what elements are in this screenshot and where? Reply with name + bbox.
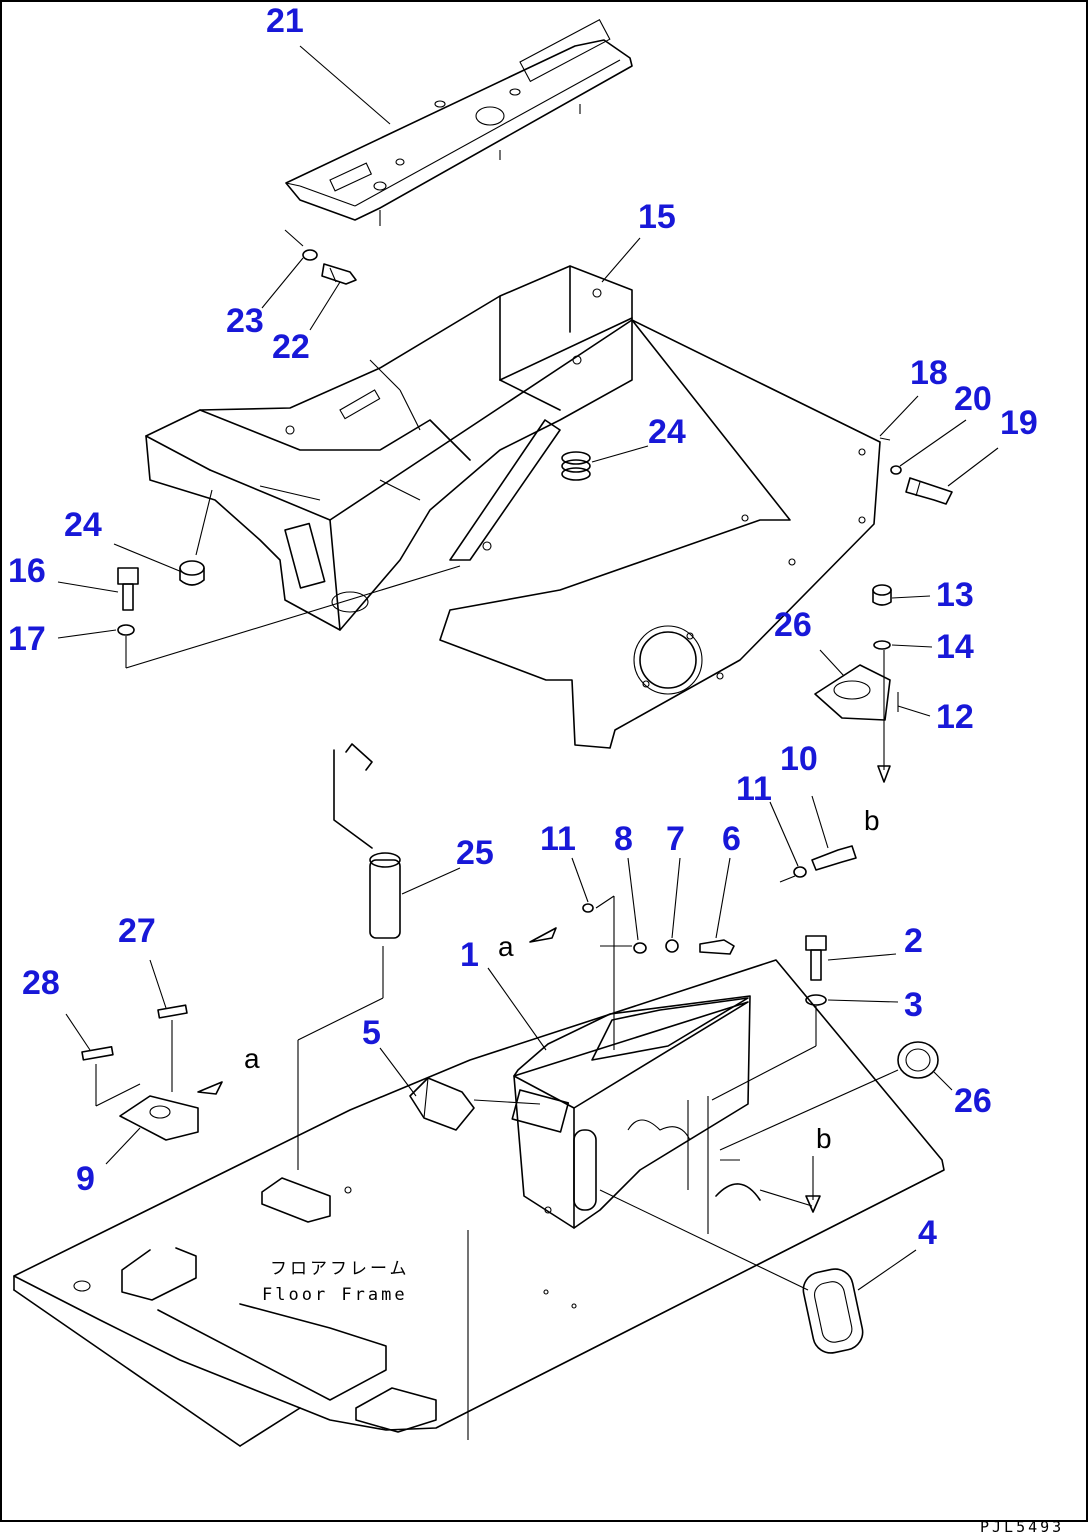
leader-lines — [57, 45, 999, 1291]
callout-5: 5 — [362, 1014, 381, 1052]
callout-24-left: 24 — [64, 506, 102, 544]
part-25-cylinder — [297, 743, 401, 1170]
drawing-code: PJL5493 — [980, 1518, 1064, 1536]
floor-frame-label-jp: フロアフレーム — [270, 1259, 410, 1279]
callout-19: 19 — [1000, 404, 1038, 442]
callout-24-right: 24 — [648, 413, 686, 451]
callout-10: 10 — [780, 740, 818, 778]
callout-3: 3 — [904, 986, 923, 1024]
callout-21: 21 — [266, 2, 304, 40]
upper-frame-assembly — [145, 265, 633, 631]
part-2-bolt — [711, 935, 827, 1101]
callout-27: 27 — [118, 912, 156, 950]
callout-11-center: 11 — [540, 820, 576, 858]
part-24-mount-left — [179, 489, 213, 586]
callout-23: 23 — [226, 302, 264, 340]
floor-frame-label-en: Floor Frame — [262, 1285, 408, 1305]
callout-26-upper: 26 — [774, 606, 812, 644]
part-16-bolt — [117, 565, 461, 669]
callout-numbers: 21 15 23 22 18 20 19 24 24 16 17 13 26 1… — [8, 2, 1038, 1252]
part-4-cover — [599, 1189, 864, 1354]
callout-2: 2 — [904, 922, 923, 960]
part-5-switch — [409, 1077, 541, 1131]
callout-28: 28 — [22, 964, 60, 1002]
ref-a-bracket: a — [244, 1043, 260, 1074]
floor-frame-caption: フロアフレーム Floor Frame — [262, 1259, 410, 1305]
callout-17: 17 — [8, 620, 46, 658]
callout-22: 22 — [272, 328, 310, 366]
callout-26-lower: 26 — [954, 1082, 992, 1120]
part-26-grommet — [719, 1041, 939, 1151]
part-9-bracket — [81, 1004, 223, 1141]
part-24-mount-right — [561, 451, 591, 481]
reference-marks: a a b b — [244, 805, 880, 1154]
callout-20: 20 — [954, 380, 992, 418]
callout-8: 8 — [614, 820, 633, 858]
ref-b-upper: b — [864, 805, 880, 836]
callout-12: 12 — [936, 698, 974, 736]
callout-7: 7 — [666, 820, 685, 858]
part-18-side-panel — [439, 319, 891, 749]
callout-14: 14 — [936, 628, 974, 666]
callout-1: 1 — [460, 936, 479, 974]
part-12-bracket — [814, 584, 899, 783]
callout-9: 9 — [76, 1160, 95, 1198]
callout-18: 18 — [910, 354, 948, 392]
callout-4: 4 — [918, 1214, 937, 1252]
part-1-console-box — [511, 995, 751, 1229]
callout-25: 25 — [456, 834, 494, 872]
part-21-cover-plate — [285, 19, 633, 226]
callout-16: 16 — [8, 552, 46, 590]
callout-13: 13 — [936, 576, 974, 614]
ref-a-console: a — [498, 931, 514, 962]
floor-frame — [13, 959, 945, 1447]
part-22-bolt — [284, 229, 357, 285]
callout-15: 15 — [638, 198, 676, 236]
part-6-8-hardware — [529, 895, 735, 1050]
part-19-bolt — [890, 465, 953, 505]
callout-6: 6 — [722, 820, 741, 858]
ref-b-lower: b — [816, 1123, 832, 1154]
callout-11-right: 11 — [736, 770, 772, 808]
part-10-bolt — [779, 845, 857, 883]
